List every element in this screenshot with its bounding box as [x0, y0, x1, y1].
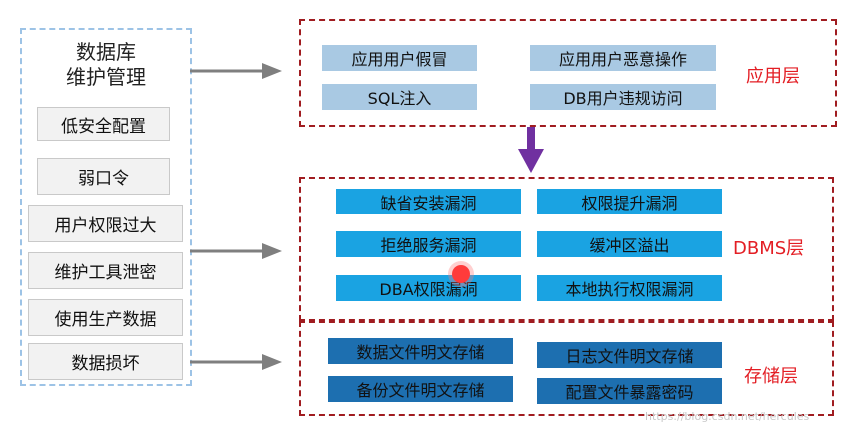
down-arrow-app-to-dbms	[518, 127, 544, 173]
arrow-to-app-layer	[190, 63, 282, 79]
risk-item: 使用生产数据	[28, 299, 183, 336]
dbms-layer-box	[299, 177, 834, 321]
risk-item: 弱口令	[37, 158, 170, 195]
dbms-layer-cell: 权限提升漏洞	[537, 189, 722, 214]
storage-layer-box	[299, 321, 834, 416]
dbms-layer-label: DBMS层	[733, 238, 805, 259]
dbms-layer-cell: 拒绝服务漏洞	[336, 231, 521, 257]
risk-item: 维护工具泄密	[28, 252, 183, 289]
app-layer-label: 应用层	[746, 66, 800, 87]
risk-item: 用户权限过大	[28, 205, 183, 242]
dbms-layer-cell: 缓冲区溢出	[537, 231, 722, 257]
dbms-layer-cell: 本地执行权限漏洞	[537, 275, 722, 301]
dbms-layer-cell: DBA权限漏洞	[336, 275, 521, 301]
title-line-1: 数据库	[76, 40, 136, 64]
storage-layer-cell: 日志文件明文存储	[537, 342, 722, 368]
title-line-2: 维护管理	[66, 65, 146, 89]
watermark-text: https://blog.csdn.net/hercules	[645, 410, 810, 423]
arrow-to-dbms-layer	[190, 243, 282, 259]
storage-layer-cell: 配置文件暴露密码	[537, 378, 722, 404]
db-maintenance-title: 数据库 维护管理	[20, 40, 192, 90]
app-layer-cell: 应用用户恶意操作	[530, 45, 716, 71]
app-layer-cell: 应用用户假冒	[322, 45, 477, 71]
app-layer-cell: SQL注入	[322, 84, 477, 110]
risk-item: 低安全配置	[37, 107, 170, 141]
risk-item: 数据损坏	[28, 343, 183, 380]
storage-layer-label: 存储层	[744, 366, 798, 387]
db-maintenance-panel	[20, 28, 192, 386]
dbms-layer-cell: 缺省安装漏洞	[336, 189, 521, 214]
app-layer-cell: DB用户违规访问	[530, 84, 716, 110]
storage-layer-cell: 数据文件明文存储	[328, 338, 513, 364]
pointer-marker	[452, 265, 470, 283]
app-layer-box	[299, 19, 837, 127]
arrow-to-storage-layer	[190, 354, 282, 370]
storage-layer-cell: 备份文件明文存储	[328, 376, 513, 402]
